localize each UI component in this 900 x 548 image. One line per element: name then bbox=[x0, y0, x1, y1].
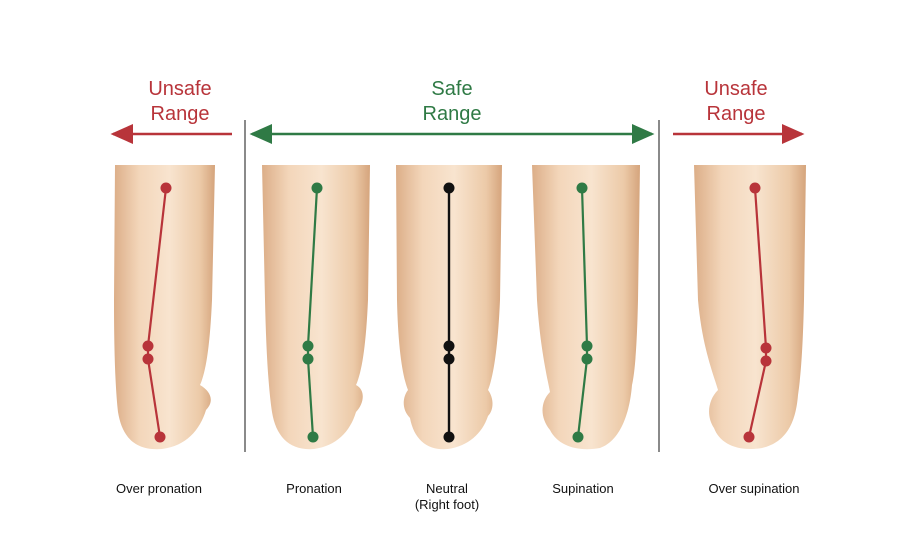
caption-label: Over pronation bbox=[116, 481, 202, 496]
alignment-line-over-pronation bbox=[142, 182, 172, 443]
caption-over-pronation: Over pronation bbox=[89, 481, 229, 497]
foot-supination bbox=[528, 160, 644, 450]
foot-over-pronation bbox=[110, 160, 220, 450]
unsafe-range-right-header: Unsafe Range bbox=[676, 77, 796, 127]
alignment-point bbox=[749, 182, 761, 194]
alignment-point bbox=[160, 182, 172, 194]
header-line: Range bbox=[706, 103, 766, 125]
caption-over-supination: Over supination bbox=[684, 481, 824, 497]
header-line: Unsafe bbox=[704, 78, 768, 100]
caption-neutral: Neutral (Right foot) bbox=[377, 481, 517, 513]
alignment-point bbox=[307, 431, 319, 443]
header-line: Unsafe bbox=[148, 78, 212, 100]
alignment-point bbox=[154, 431, 166, 443]
alignment-point bbox=[576, 182, 588, 194]
alignment-point bbox=[760, 355, 772, 367]
alignment-point bbox=[581, 340, 593, 352]
caption-supination: Supination bbox=[513, 481, 653, 497]
header-line: Safe bbox=[431, 78, 473, 100]
alignment-point bbox=[142, 353, 154, 365]
alignment-point bbox=[302, 353, 314, 365]
alignment-point bbox=[443, 182, 455, 194]
alignment-point bbox=[443, 340, 455, 352]
header-line: Range bbox=[422, 103, 482, 125]
alignment-line-over-supination bbox=[743, 182, 772, 443]
foot-pronation bbox=[258, 160, 374, 450]
unsafe-range-left-header: Unsafe Range bbox=[120, 77, 240, 127]
alignment-point bbox=[581, 353, 593, 365]
caption-label: Neutral bbox=[426, 481, 468, 496]
caption-label: Pronation bbox=[286, 481, 342, 496]
alignment-point bbox=[302, 340, 314, 352]
caption-label: Supination bbox=[552, 481, 614, 496]
alignment-line-neutral bbox=[443, 182, 455, 443]
alignment-line-pronation bbox=[302, 182, 323, 443]
caption-label: Over supination bbox=[708, 481, 800, 496]
alignment-point bbox=[311, 182, 323, 194]
alignment-point bbox=[743, 431, 755, 443]
alignment-line-supination bbox=[572, 182, 593, 443]
caption-pronation: Pronation bbox=[244, 481, 384, 497]
alignment-point bbox=[142, 340, 154, 352]
alignment-point bbox=[443, 431, 455, 443]
alignment-point bbox=[443, 353, 455, 365]
foot-over-supination bbox=[690, 160, 810, 450]
safe-range-header: Safe Range bbox=[392, 77, 512, 127]
caption-sublabel: (Right foot) bbox=[414, 497, 480, 512]
alignment-point bbox=[760, 342, 772, 354]
foot-neutral bbox=[392, 160, 506, 450]
alignment-point bbox=[572, 431, 584, 443]
header-line: Range bbox=[150, 103, 210, 125]
